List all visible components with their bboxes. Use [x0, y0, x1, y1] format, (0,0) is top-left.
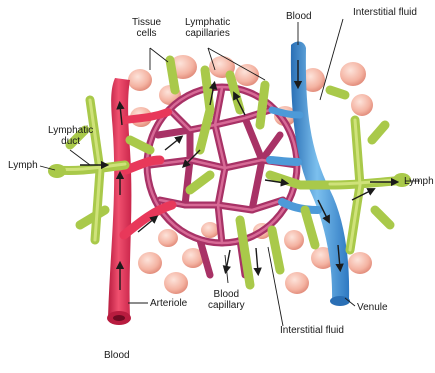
label-lymphatic-duct: Lymphatic duct [48, 125, 93, 147]
label-interstitial-fluid-top: Interstitial fluid [353, 7, 417, 18]
label-lymph-left: Lymph [8, 160, 38, 171]
label-lymphatic-duct-line1: Lymphatic [48, 125, 93, 136]
label-blood-capillary-line2: capillary [208, 300, 245, 311]
label-lymphatic-capillaries-line1: Lymphatic [185, 17, 230, 28]
label-lymphatic-capillaries: Lymphatic capillaries [185, 17, 230, 39]
label-lymph-right: Lymph [404, 176, 434, 187]
label-blood-capillary: Blood capillary [208, 289, 245, 311]
lymph-duct-end-left [48, 164, 66, 178]
label-arteriole: Arteriole [150, 298, 187, 309]
label-interstitial-fluid-bottom: Interstitial fluid [280, 325, 344, 336]
label-tissue-cells-line1: Tissue [132, 17, 161, 28]
label-lymphatic-duct-line2: duct [48, 136, 93, 147]
label-tissue-cells-line2: cells [132, 28, 161, 39]
label-venule: Venule [357, 302, 388, 313]
label-blood-top: Blood [286, 11, 312, 22]
label-lymphatic-capillaries-line2: capillaries [185, 28, 230, 39]
label-blood-capillary-line1: Blood [208, 289, 245, 300]
label-blood-bottom: Blood [104, 350, 130, 361]
label-tissue-cells: Tissue cells [132, 17, 161, 39]
